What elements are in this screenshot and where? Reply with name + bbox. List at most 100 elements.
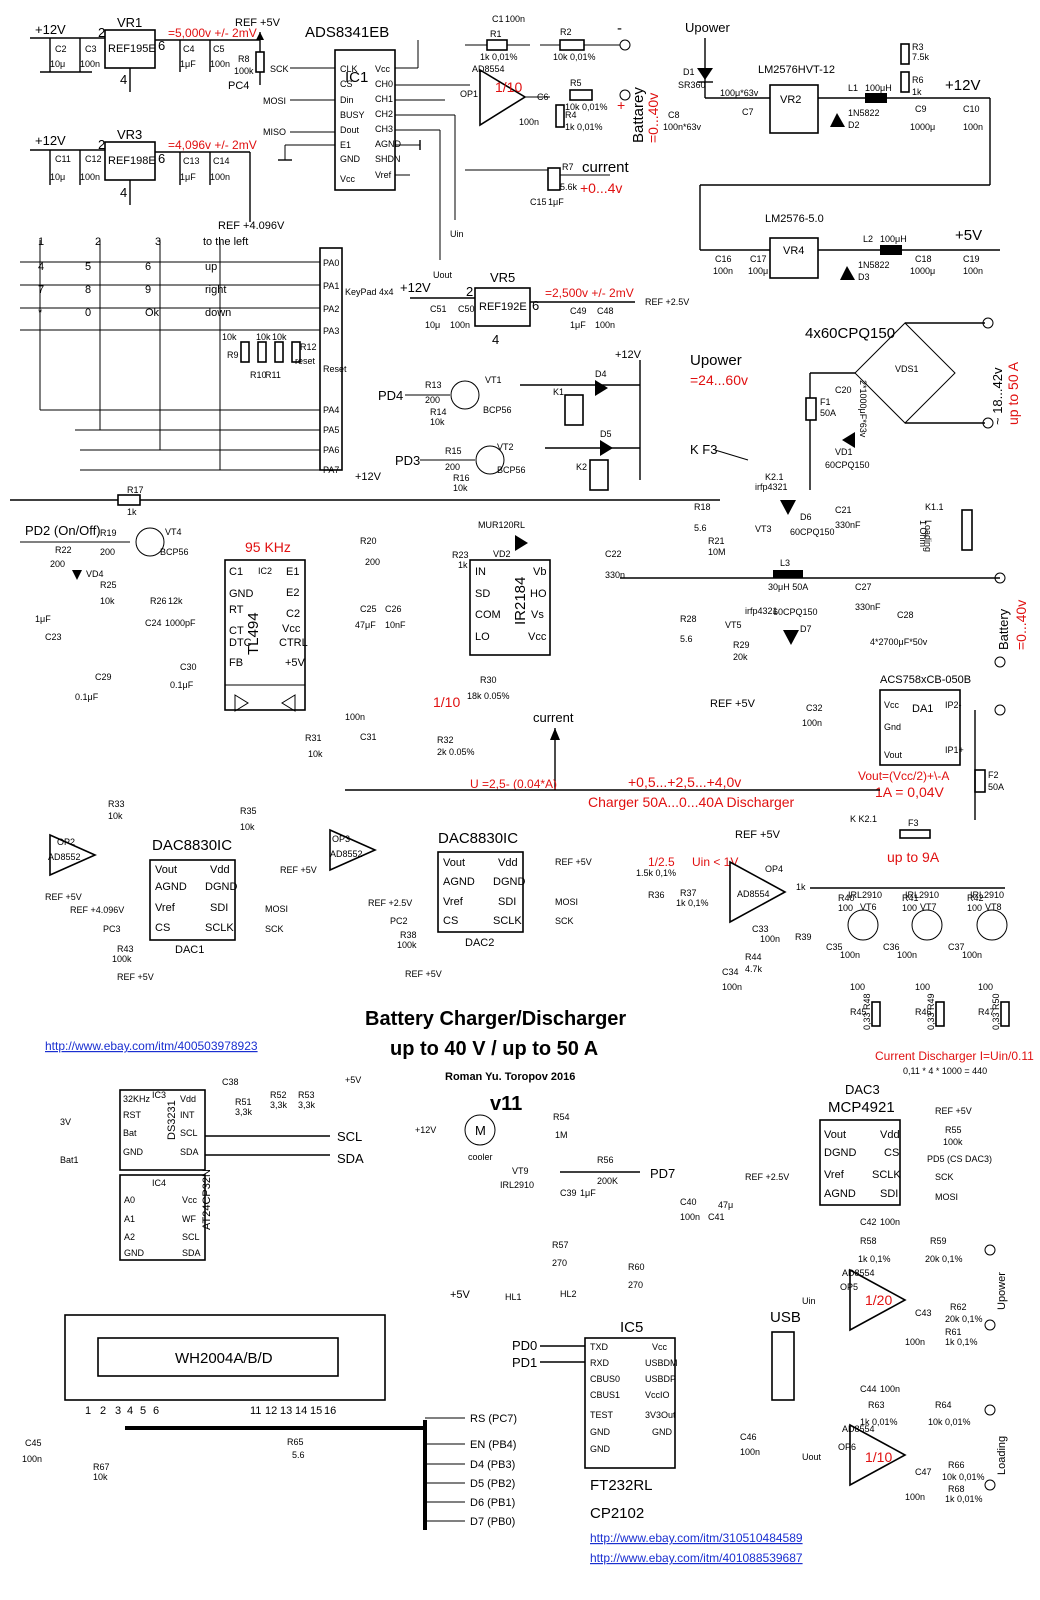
pc2-label: PC2: [390, 916, 408, 926]
svg-text:C14: C14: [213, 156, 230, 166]
svg-text:R32: R32: [437, 735, 454, 745]
sensor-divider: 1/10: [433, 694, 460, 710]
svg-text:SDA: SDA: [180, 1147, 199, 1157]
upower-label-2: Upower: [690, 352, 742, 369]
vr4-chip: [769, 237, 819, 279]
adc-chip: [334, 49, 396, 191]
tl494-vcc: Vcc: [282, 623, 301, 635]
port-pa1: PA1: [323, 281, 339, 291]
adc-mosi: MOSI: [263, 96, 286, 106]
f3-fuse: [899, 829, 931, 839]
key-5: 5: [85, 261, 91, 273]
r3-label: R3: [912, 42, 924, 52]
svg-text:C37: C37: [948, 942, 965, 952]
d3-diode: [840, 266, 855, 280]
svg-text:R58: R58: [860, 1236, 877, 1246]
dac2-sclk: SCLK: [493, 915, 522, 927]
adc-name: ADS8341EB: [305, 24, 389, 41]
svg-text:10k: 10k: [430, 417, 445, 427]
l2-val: 100μH: [880, 234, 907, 244]
svg-text:100k: 100k: [112, 954, 132, 964]
vt3-part: irfp4321: [755, 482, 788, 492]
svg-text:R26: R26: [150, 596, 167, 606]
svg-text:C17: C17: [750, 254, 767, 264]
svg-text:C47: C47: [915, 1467, 932, 1477]
svg-text:100n: 100n: [740, 1447, 760, 1457]
l2-label: L2: [863, 234, 873, 244]
k2-label: K2: [576, 462, 587, 472]
vt1-label: VT1: [485, 375, 502, 385]
l3-inductor: [773, 570, 803, 578]
svg-text:100n: 100n: [963, 266, 983, 276]
vr4-label: VR4: [783, 245, 804, 257]
svg-text:10k: 10k: [256, 332, 271, 342]
svg-text:0.1μF: 0.1μF: [170, 680, 194, 690]
pd5-label: PD5 (CS DAC3): [927, 1154, 992, 1164]
svg-text:SCK: SCK: [935, 1172, 954, 1182]
link-ebay-top[interactable]: http://www.ebay.com/itm/400503978923: [45, 1039, 258, 1053]
svg-text:Vcc: Vcc: [884, 700, 900, 710]
svg-text:USBDM: USBDM: [645, 1358, 678, 1368]
svg-text:5.6: 5.6: [694, 523, 707, 533]
d7-label: D7: [800, 624, 812, 634]
op5-label: Upower: [996, 1272, 1008, 1310]
svg-text:Din: Din: [340, 95, 354, 105]
svg-text:10nF: 10nF: [385, 620, 406, 630]
dac2-chip: [437, 851, 524, 933]
ft232-chip: [584, 1337, 676, 1469]
port-pa7: PA7: [323, 465, 339, 475]
svg-text:0,33 R48: 0,33 R48: [862, 993, 872, 1030]
svg-text:100n: 100n: [680, 1212, 700, 1222]
vt7-part: IRL2910: [905, 890, 939, 900]
svg-text:R28: R28: [680, 614, 697, 624]
svg-text:270: 270: [628, 1280, 643, 1290]
op6-gain: 1/10: [865, 1449, 892, 1465]
op6-label: Loading: [996, 1436, 1008, 1475]
svg-text:C44: C44: [860, 1384, 877, 1394]
pd1-label: PD1: [512, 1355, 537, 1370]
svg-text:R46: R46: [915, 1007, 932, 1017]
svg-text:R38: R38: [400, 930, 417, 940]
op5-gain: 1/20: [865, 1292, 892, 1308]
vd2-part: MUR120RL: [478, 520, 525, 530]
svg-text:INT: INT: [180, 1110, 195, 1120]
l1-val: 100μH: [865, 83, 892, 93]
svg-text:10μ: 10μ: [425, 320, 440, 330]
svg-text:100μ: 100μ: [748, 266, 768, 276]
kf3-label: K F3: [690, 442, 717, 457]
svg-text:R36: R36: [648, 890, 665, 900]
scl-label: SCL: [337, 1129, 362, 1144]
svg-text:R15: R15: [445, 446, 462, 456]
dac1-cs: CS: [155, 922, 170, 934]
c20-val: 2*1000μF*63v: [858, 380, 868, 438]
kk21-label: K K2.1: [850, 814, 877, 824]
svg-text:+12V: +12V: [400, 280, 431, 295]
battery-plus-2: [994, 572, 1006, 584]
ir2184-vs: Vs: [531, 609, 544, 621]
r9-label: R9: [227, 350, 239, 360]
svg-text:R54: R54: [553, 1112, 570, 1122]
d2-diode: [830, 113, 845, 127]
op6-out: Uout: [802, 1452, 822, 1462]
svg-text:0,33 R49: 0,33 R49: [926, 993, 936, 1030]
key-9: 9: [145, 284, 151, 296]
svg-text:R25: R25: [100, 580, 117, 590]
svg-text:R13: R13: [425, 380, 442, 390]
svg-text:RST: RST: [123, 1110, 142, 1120]
r11-label: R11: [265, 370, 281, 380]
port-pa5: PA5: [323, 425, 339, 435]
op2-amp: [49, 833, 97, 877]
ic2-label: IC2: [258, 566, 272, 576]
link-ebay-bottom2[interactable]: http://www.ebay.com/itm/401088539687: [590, 1551, 803, 1565]
vt4-transistor: [135, 527, 165, 557]
key-0: 0: [85, 307, 91, 319]
svg-text:1k 0,01%: 1k 0,01%: [860, 1417, 898, 1427]
link-ebay-bottom1[interactable]: http://www.ebay.com/itm/310510484589: [590, 1531, 803, 1545]
svg-text:OP6: OP6: [838, 1442, 856, 1452]
svg-text:VccIO: VccIO: [645, 1390, 670, 1400]
svg-text:R65: R65: [287, 1437, 304, 1447]
svg-text:100n: 100n: [80, 59, 100, 69]
r6-label: R6: [912, 75, 924, 85]
loading-resistor: [961, 509, 973, 551]
